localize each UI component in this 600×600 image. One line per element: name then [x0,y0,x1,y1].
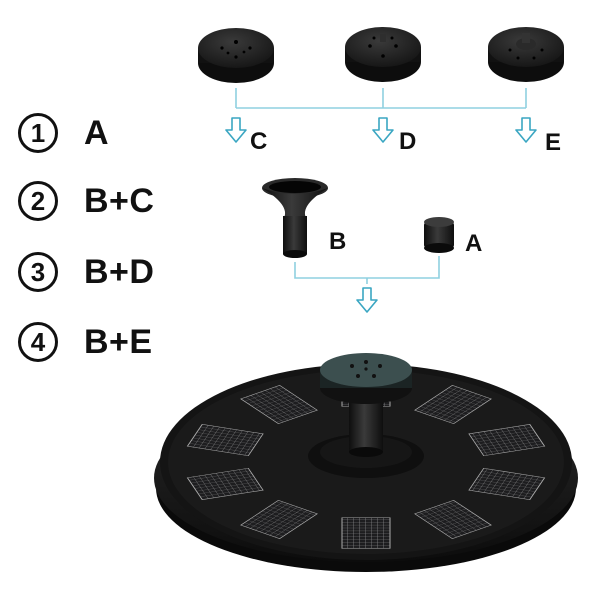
funnel-extension-icon [262,178,328,258]
label-nozzle-d: D [399,128,417,155]
part-connector-lines [294,256,440,284]
combo-number-1: 1 [18,113,58,153]
combo-1: 1 A [18,113,109,153]
combo-number-4: 4 [18,322,58,362]
combo-parts-4: B+E [84,322,153,361]
nozzle-e-icon [488,27,564,82]
combo-3: 3 B+D [18,252,154,292]
nozzle-c-icon [198,28,274,83]
nozzle-d-icon [345,27,421,82]
solar-fountain-pump-icon [154,353,578,572]
combo-4: 4 B+E [18,322,153,362]
combo-number-3: 3 [18,252,58,292]
label-nozzle-e: E [545,129,562,156]
combo-parts-3: B+D [84,252,155,291]
label-part-a: A [465,230,483,257]
nozzle-connector-lines [235,88,527,109]
solar-panel-cells [186,375,546,549]
combo-number-2: 2 [18,181,58,221]
hollow-down-arrow-icon [356,287,378,313]
combo-parts-2: B+C [84,181,155,220]
combo-2: 2 B+C [18,181,154,221]
combo-parts-1: A [84,113,110,152]
cap-adapter-icon [424,217,454,253]
hollow-down-arrow-icon [225,117,537,143]
label-part-b: B [329,228,347,255]
label-nozzle-c: C [250,128,268,155]
